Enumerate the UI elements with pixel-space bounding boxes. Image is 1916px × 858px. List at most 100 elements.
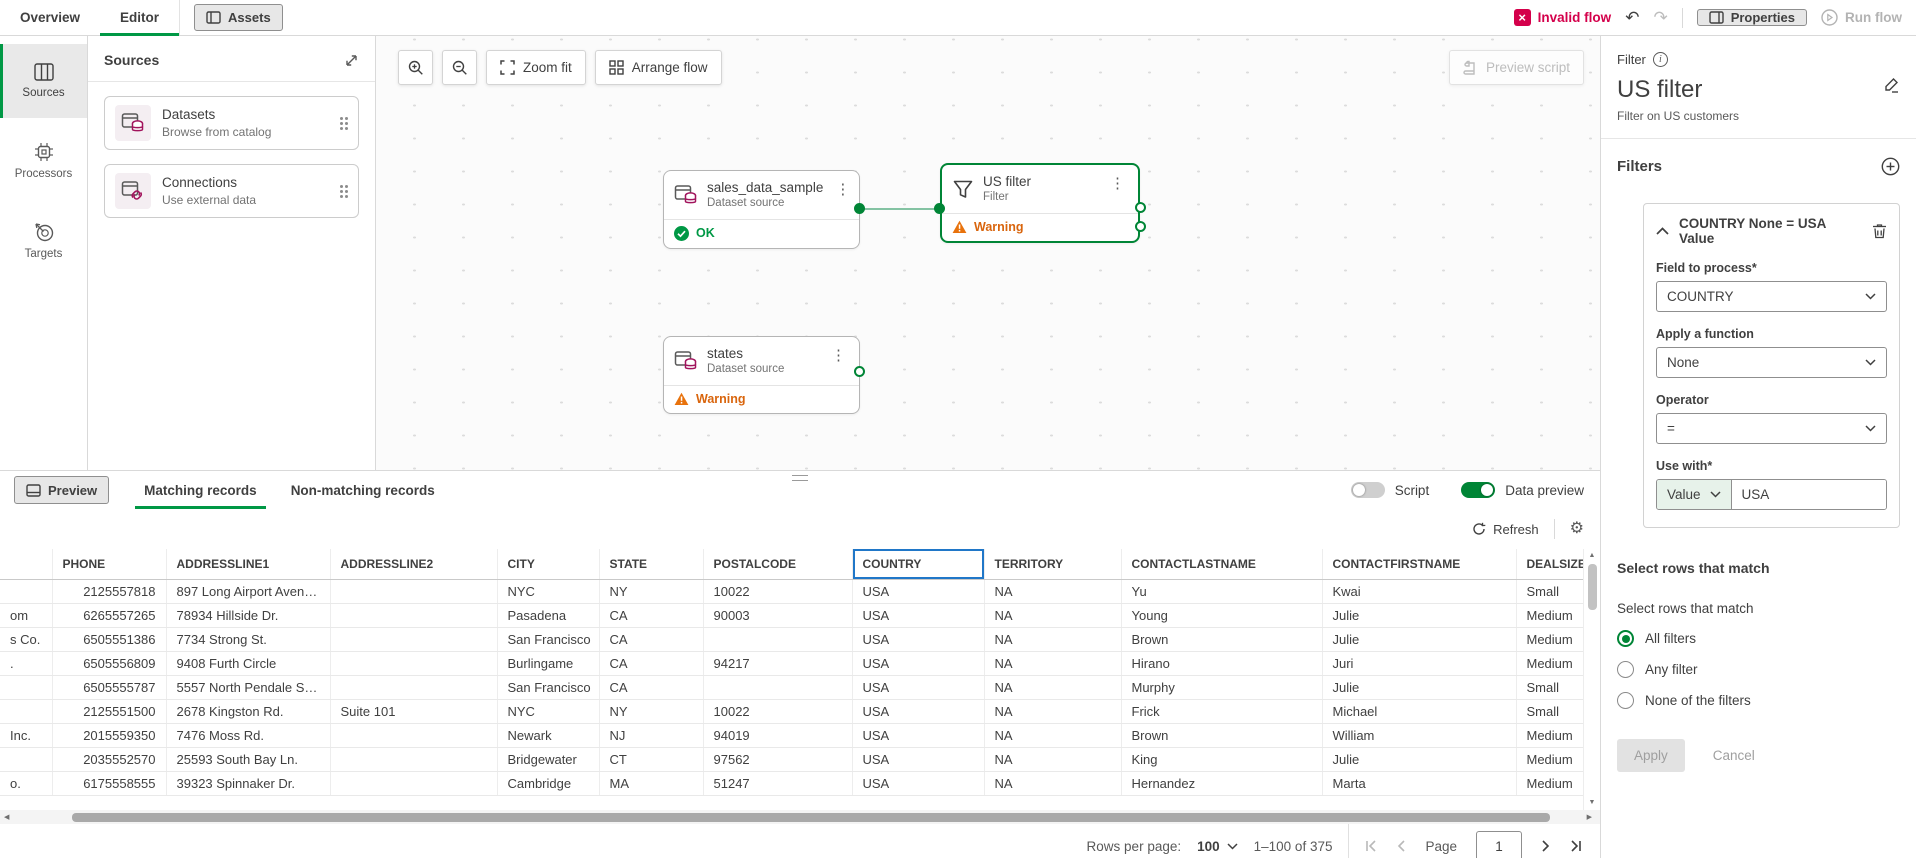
zoom-out-button[interactable] [442, 50, 477, 85]
invalid-x-icon: × [1513, 9, 1531, 26]
vertical-scroll-thumb[interactable] [1587, 563, 1597, 610]
table-cell [703, 627, 853, 652]
flow-edge[interactable] [860, 208, 940, 210]
rows-per-page-select[interactable]: 100 [1197, 839, 1238, 854]
node-menu-icon[interactable]: ⋮ [1110, 175, 1125, 192]
column-header-COUNTRY[interactable]: COUNTRY [852, 549, 985, 580]
scroll-left-icon[interactable]: ◀ [4, 814, 10, 821]
table-cell: Kwai [1322, 579, 1517, 604]
column-header-ADDRESSLINE1[interactable]: ADDRESSLINE1 [166, 549, 331, 580]
scroll-up-icon[interactable]: ▲ [1588, 552, 1596, 559]
zoom-fit-button[interactable]: Zoom fit [486, 50, 586, 85]
assets-button[interactable]: Assets [194, 4, 283, 31]
zoom-fit-icon [500, 60, 515, 75]
page-number-input[interactable] [1476, 831, 1522, 858]
drag-handle-icon[interactable] [340, 116, 348, 130]
datasets-card[interactable]: Datasets Browse from catalog [104, 96, 359, 150]
column-header-TERRITORY[interactable]: TERRITORY [984, 549, 1122, 580]
radio-none-of-filters[interactable]: None of the filters [1617, 692, 1900, 709]
collapse-panel-icon[interactable] [344, 53, 359, 68]
use-with-value-input[interactable] [1731, 480, 1886, 509]
column-header-clipped[interactable] [0, 549, 53, 580]
table-cell: 6175558555 [52, 771, 167, 796]
field-to-process-select[interactable]: COUNTRY [1656, 281, 1887, 312]
data-preview-toggle[interactable] [1461, 482, 1496, 498]
output-port[interactable] [1135, 202, 1146, 213]
node-menu-icon[interactable]: ⋮ [835, 181, 851, 198]
connections-card[interactable]: Connections Use external data [104, 164, 359, 218]
node-menu-icon[interactable]: ⋮ [831, 347, 846, 364]
radio-all-filters[interactable]: All filters [1617, 630, 1900, 647]
column-header-STATE[interactable]: STATE [599, 549, 704, 580]
chevron-up-icon[interactable] [1656, 227, 1669, 235]
topbar-right: × Invalid flow ↶ ↷ Properties Run flow [1513, 0, 1916, 35]
horizontal-scrollbar[interactable]: ◀ ▶ [0, 810, 1600, 824]
sidebar-item-targets[interactable]: Targets [0, 204, 87, 278]
input-port[interactable] [934, 203, 945, 214]
next-page-icon[interactable] [1541, 840, 1550, 852]
table-cell: William [1322, 723, 1517, 748]
output-port[interactable] [1135, 221, 1146, 232]
warning-triangle-icon [674, 392, 689, 406]
tab-overview[interactable]: Overview [20, 10, 81, 25]
apply-function-select[interactable]: None [1656, 347, 1887, 378]
pagination-bar: Rows per page: 100 1–100 of 375 [0, 824, 1600, 858]
panel-resize-handle[interactable] [792, 475, 808, 481]
undo-icon[interactable]: ↶ [1625, 8, 1640, 27]
output-port[interactable] [854, 203, 865, 214]
column-header-CONTACTFIRSTNAME[interactable]: CONTACTFIRSTNAME [1322, 549, 1517, 580]
column-header-POSTALCODE[interactable]: POSTALCODE [703, 549, 853, 580]
table-cell [330, 603, 498, 628]
use-with-type-select[interactable]: Value [1657, 480, 1732, 509]
node-us-filter[interactable]: US filter Filter ⋮ Warning [940, 163, 1140, 243]
flow-canvas[interactable]: Zoom fit Arrange flow Pre [376, 36, 1600, 470]
tab-editor[interactable]: Editor [100, 0, 180, 36]
preview-button[interactable]: Preview [14, 476, 110, 504]
zoom-in-button[interactable] [398, 50, 433, 85]
tab-matching-records[interactable]: Matching records [135, 471, 266, 509]
output-port[interactable] [854, 366, 865, 377]
delete-filter-icon[interactable] [1872, 223, 1887, 239]
table-cell: USA [852, 723, 985, 748]
column-header-CITY[interactable]: CITY [497, 549, 600, 580]
node-title: states [707, 346, 744, 361]
drag-handle-icon[interactable] [340, 184, 348, 198]
add-filter-icon[interactable] [1881, 157, 1900, 176]
node-sales-data-sample[interactable]: sales_data_sample Dataset source ⋮ OK [663, 170, 860, 249]
scroll-down-icon[interactable]: ▼ [1588, 799, 1596, 807]
column-header-DEALSIZE[interactable]: DEALSIZE [1516, 549, 1583, 580]
vertical-scrollbar[interactable]: ▲ ▼ [1583, 549, 1600, 810]
scroll-right-icon[interactable]: ▶ [1586, 814, 1592, 821]
table-cell: Suite 101 [330, 699, 498, 724]
node-states[interactable]: states Dataset source ⋮ Warning [663, 336, 860, 414]
last-page-icon[interactable] [1569, 840, 1582, 852]
radio-any-filter[interactable]: Any filter [1617, 661, 1900, 678]
properties-button[interactable]: Properties [1696, 9, 1807, 26]
preview-script-button: Preview script [1448, 50, 1584, 85]
table-cell: Medium [1516, 603, 1583, 628]
tab-non-matching-records[interactable]: Non-matching records [290, 482, 435, 498]
horizontal-scroll-thumb[interactable] [72, 812, 1550, 822]
table-cell: Newark [497, 723, 600, 748]
operator-select[interactable]: = [1656, 413, 1887, 444]
refresh-button[interactable]: Refresh [1472, 522, 1539, 537]
arrange-flow-button[interactable]: Arrange flow [594, 50, 722, 85]
info-icon[interactable]: i [1652, 52, 1668, 67]
column-header-PHONE[interactable]: PHONE [52, 549, 167, 580]
edit-pencil-icon[interactable] [1883, 76, 1900, 93]
table-cell: Murphy [1121, 675, 1323, 700]
first-page-icon [1365, 840, 1378, 852]
sidebar-item-processors[interactable]: Processors [0, 124, 87, 198]
check-circle-icon [674, 225, 689, 241]
sidebar-item-sources[interactable]: Sources [0, 44, 87, 118]
column-header-ADDRESSLINE2[interactable]: ADDRESSLINE2 [330, 549, 498, 580]
table-cell: NYC [497, 579, 600, 604]
table-cell [0, 699, 53, 724]
script-toggle[interactable] [1350, 482, 1385, 498]
gear-icon[interactable]: ⚙ [1569, 520, 1584, 537]
table-cell: 94217 [703, 651, 853, 676]
table-cell: USA [852, 699, 985, 724]
column-header-CONTACTLASTNAME[interactable]: CONTACTLASTNAME [1121, 549, 1323, 580]
arrange-flow-icon [609, 60, 624, 75]
